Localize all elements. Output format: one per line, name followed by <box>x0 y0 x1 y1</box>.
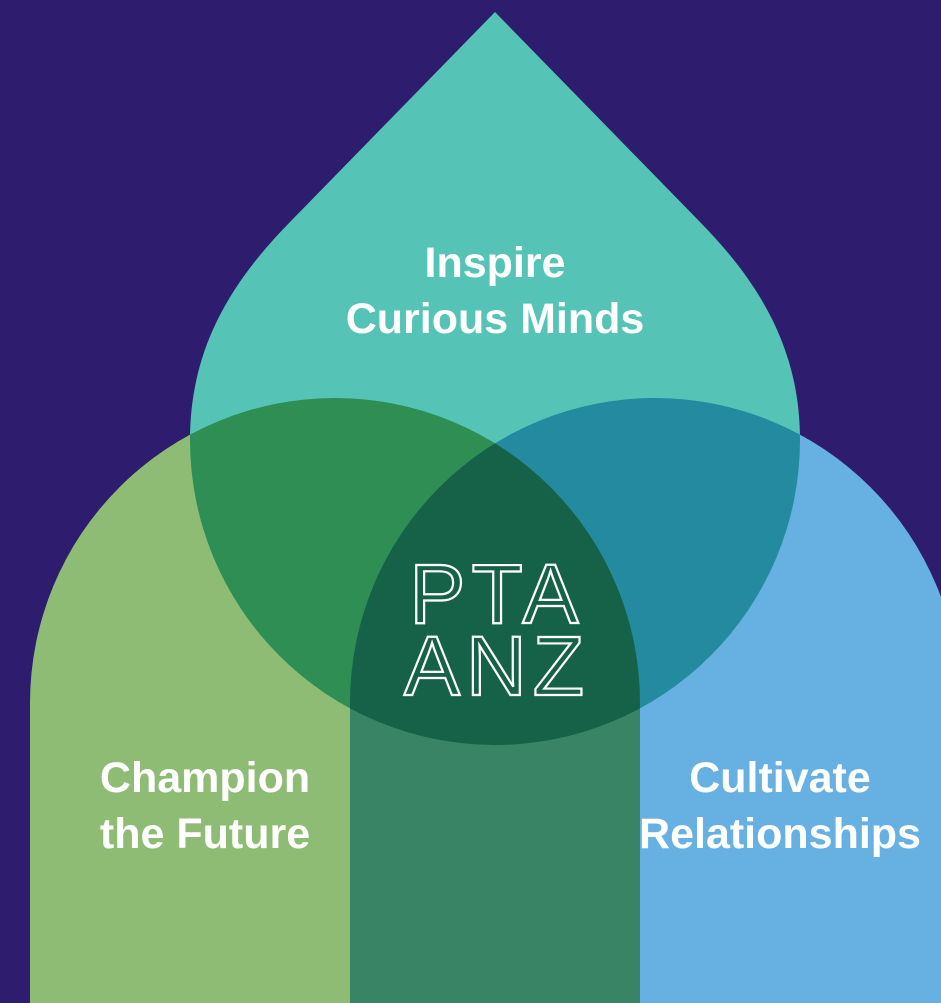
petal-right-label-line2: Relationships <box>639 810 921 858</box>
petal-left-label: Champion the Future <box>40 750 370 862</box>
overlap-center <box>350 398 640 745</box>
petal-top-label-line1: Inspire <box>424 239 566 287</box>
petal-left-label-line1: Champion <box>99 754 311 802</box>
petal-right-label-line1: Cultivate <box>689 754 871 802</box>
petal-right-label: Cultivate Relationships <box>615 750 941 862</box>
petal-top-label-line2: Curious Minds <box>345 295 645 343</box>
center-label-line1: PTA <box>409 547 584 641</box>
petal-top-label: Inspire Curious Minds <box>295 235 695 347</box>
center-label-line2: ANZ <box>404 619 590 713</box>
petal-left-label-line2: the Future <box>99 810 311 858</box>
